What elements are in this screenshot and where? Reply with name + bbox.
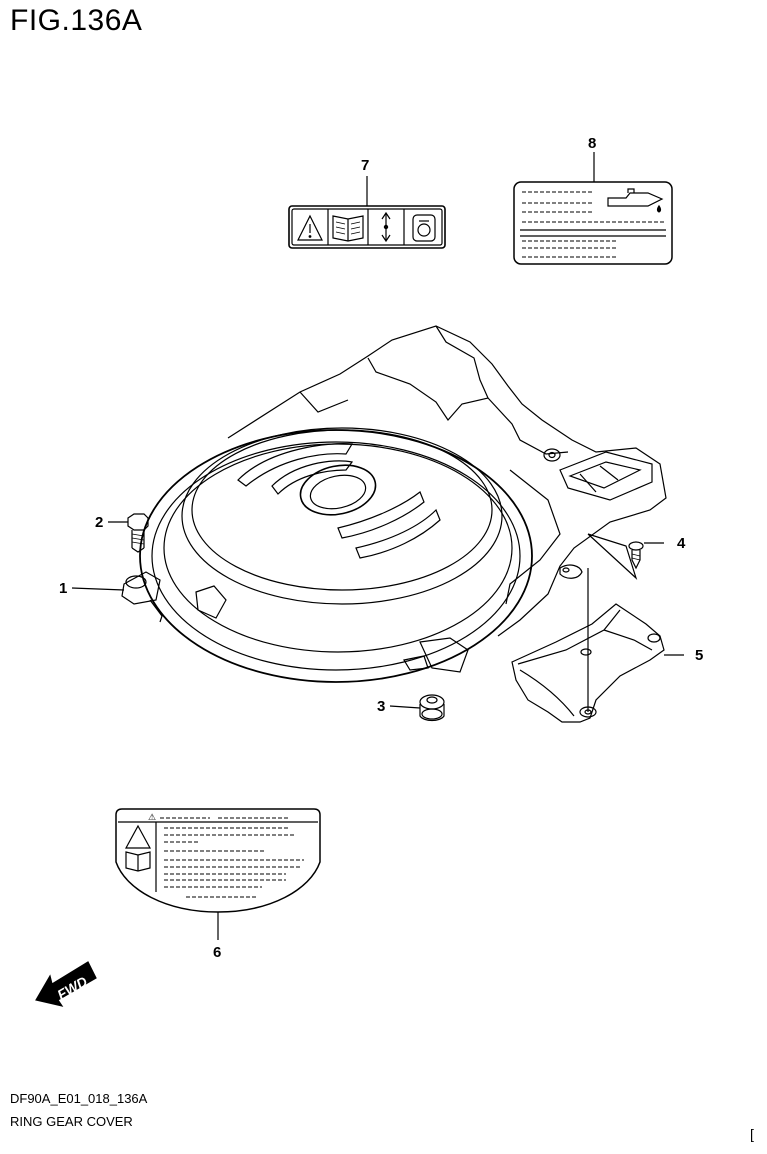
warning-triangle-icon xyxy=(124,824,152,849)
engine-icon xyxy=(412,214,436,242)
corner-mark: [ xyxy=(750,1126,754,1142)
callout-8: 8 xyxy=(588,135,596,152)
grommet-part-3 xyxy=(419,694,445,722)
callout-1: 1 xyxy=(59,580,67,597)
leader-line-3 xyxy=(389,705,421,709)
manual-book-icon xyxy=(332,215,364,242)
callout-6: 6 xyxy=(213,944,221,961)
up-down-arrow-icon xyxy=(381,211,391,243)
cover-plate-part-5 xyxy=(511,603,665,723)
label-part-7 xyxy=(288,205,446,249)
figure-title: FIG.136A xyxy=(10,4,143,37)
callout-4: 4 xyxy=(677,535,686,552)
diagram-name: RING GEAR COVER xyxy=(10,1114,133,1129)
label-6-warning-glyph: ⚠ xyxy=(148,813,156,823)
manual-book-icon xyxy=(125,851,151,872)
callout-7: 7 xyxy=(361,157,369,174)
diagram-code: DF90A_E01_018_136A xyxy=(10,1091,148,1106)
label-part-6: ⚠ xyxy=(115,808,321,913)
leader-line-4b xyxy=(587,533,638,580)
callout-2: 2 xyxy=(95,514,103,531)
callout-3: 3 xyxy=(377,698,385,715)
callout-5: 5 xyxy=(695,647,703,664)
forward-direction-arrow: FWD xyxy=(35,961,97,1007)
screw-part-4 xyxy=(628,541,644,570)
warning-triangle-icon xyxy=(297,214,323,241)
label-part-8 xyxy=(513,181,673,265)
leader-line-1 xyxy=(71,587,125,591)
oil-can-icon xyxy=(607,188,664,213)
ring-gear-cover xyxy=(121,325,667,683)
bolt-part-2 xyxy=(127,513,149,553)
